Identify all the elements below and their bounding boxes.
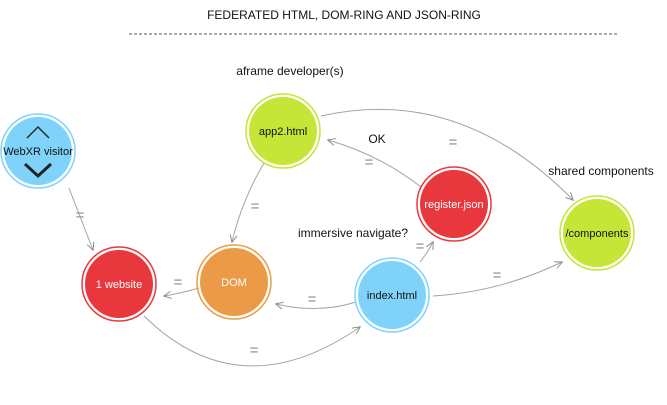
node-label: register.json <box>424 199 483 211</box>
edge-visitor-to-website <box>68 187 93 250</box>
node-label: WebXR visitor <box>3 146 73 158</box>
node-app2-html: app2.html <box>245 93 321 169</box>
edge-marker: = <box>251 198 260 215</box>
node-register-json: register.json <box>416 166 492 242</box>
chevron-up-icon <box>26 126 50 139</box>
edge-register-to-app2 <box>328 140 422 188</box>
node-index-html: index.html <box>354 257 430 333</box>
edge-marker: = <box>449 134 458 151</box>
edge-index-to-components <box>432 262 562 297</box>
edge-index-to-dom <box>276 301 357 309</box>
edge-marker: = <box>76 207 85 224</box>
node-webxr-visitor: WebXR visitor <box>0 113 76 189</box>
edge-dom-to-website <box>164 287 200 296</box>
edge-marker: = <box>493 267 502 284</box>
edge-marker: = <box>365 154 374 171</box>
edge-app2-to-components <box>320 108 573 200</box>
annotation-shared-components: shared components <box>548 164 653 178</box>
edge-marker: = <box>416 238 425 255</box>
edge-marker: = <box>250 342 259 359</box>
edge-website-to-index <box>143 315 360 367</box>
edge-marker: = <box>308 291 317 308</box>
edge-app2-to-dom <box>232 162 265 242</box>
chevron-down-icon <box>23 162 53 179</box>
node-dom: DOM <box>196 244 272 320</box>
annotation-ok: OK <box>368 132 385 146</box>
diagram-title: FEDERATED HTML, DOM-RING AND JSON-RING <box>207 8 481 22</box>
node-components: /components <box>559 195 635 271</box>
edge-marker: = <box>174 274 183 291</box>
annotation-immersive-navigate: immersive navigate? <box>298 226 408 240</box>
node-website: 1 website <box>81 246 157 322</box>
node-label: index.html <box>367 290 417 302</box>
node-label: /components <box>566 228 629 240</box>
node-label: DOM <box>221 277 247 289</box>
annotation-aframe-developers: aframe developer(s) <box>236 64 343 78</box>
edge-index-to-register <box>419 242 433 263</box>
node-label: 1 website <box>96 279 142 291</box>
node-label: app2.html <box>259 126 307 138</box>
